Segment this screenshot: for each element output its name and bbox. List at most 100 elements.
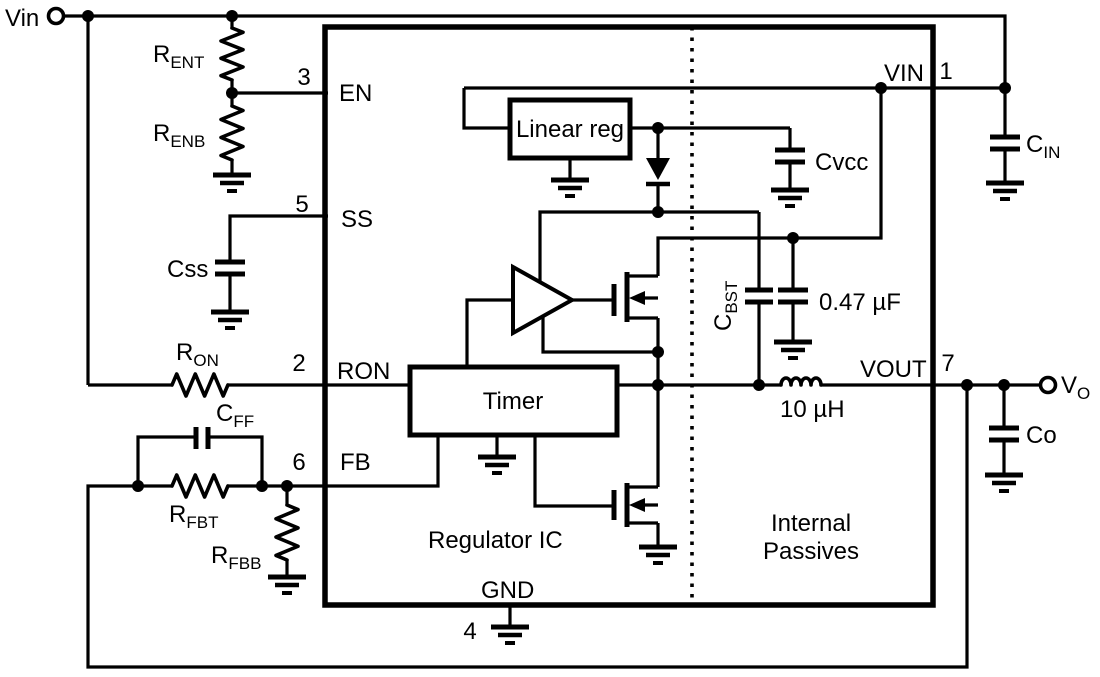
label-css: Css [167, 256, 208, 283]
internal-passives-label-line1: Internal [771, 510, 851, 537]
junction-dot [753, 379, 765, 391]
junction-dot [998, 379, 1010, 391]
ground-cvcc [771, 190, 809, 206]
wire-lsfet-stubs [627, 485, 658, 525]
capacitor-cin [990, 134, 1020, 152]
low-side-mosfet [611, 483, 645, 527]
timer-label: Timer [483, 388, 543, 415]
wire-ss-pin [228, 214, 328, 262]
pin-label-vout: VOUT [860, 356, 927, 383]
wire-cff-right [208, 435, 264, 486]
label-renb: RENB [153, 120, 205, 151]
inductor-coil [779, 376, 823, 387]
hsfet-body-arrow [629, 291, 645, 305]
ground-linreg [551, 180, 589, 196]
ground-047uf [774, 342, 812, 358]
wire-top-rail [64, 14, 1007, 88]
wire-cff-left [136, 435, 196, 486]
ground-lsfet [639, 547, 677, 563]
label-co: Co [1026, 422, 1057, 449]
junction-dot [226, 87, 238, 99]
pin-label-ron: RON [337, 358, 390, 385]
pin-number-gnd: 4 [463, 618, 476, 645]
vin-terminal-label: Vin [5, 5, 39, 32]
wires [64, 14, 1041, 669]
junction-dot [132, 480, 144, 492]
gate-driver-buffer [511, 263, 577, 337]
wire-fb-pin [228, 435, 440, 488]
label-cvcc: Cvcc [815, 149, 868, 176]
resistor-rfbt [170, 473, 230, 499]
regulator-ic-label: Regulator IC [428, 527, 563, 554]
label-ron: RON [176, 339, 219, 370]
vo-terminal-label: VO [1061, 372, 1090, 403]
capacitor-css [215, 259, 245, 277]
label-rfbt: RFBT [169, 501, 218, 532]
wire-linreg-input [462, 88, 510, 130]
linear-reg-block [507, 97, 633, 161]
ground-css [211, 312, 249, 328]
label-inductor-value: 10 µH [780, 396, 845, 423]
label-rent: RENT [153, 41, 204, 72]
label-cff: CFF [216, 400, 254, 431]
junction-dot [281, 480, 293, 492]
pin-label-fb: FB [340, 449, 371, 476]
capacitor-cvcc [775, 147, 805, 165]
capacitor-047uf [778, 287, 808, 305]
vout-terminal [1038, 375, 1058, 395]
ground-timer [478, 457, 516, 473]
junction-dot [652, 122, 664, 134]
regulator-ic-boundary [322, 24, 936, 608]
ground-cin [986, 183, 1024, 199]
capacitor-cbst [745, 287, 773, 305]
junction-dot [875, 82, 887, 94]
pin-number-fb: 6 [292, 449, 305, 476]
junction-dot [999, 82, 1011, 94]
junction-dot [652, 379, 664, 391]
capacitor-cff [193, 427, 211, 449]
diode-triangle [646, 158, 670, 180]
junction-dot [82, 10, 94, 22]
pin-label-gnd: GND [481, 577, 534, 604]
pin-number-en: 3 [297, 64, 310, 91]
ground-rfbb [268, 577, 306, 593]
wire-driver-return [541, 316, 658, 354]
resistor-renb [219, 104, 245, 162]
pin-label-en: EN [339, 80, 372, 107]
junction-dots [82, 10, 1011, 492]
junction-dot [652, 346, 664, 358]
pin-number-vin: 1 [939, 58, 952, 85]
junction-dot [226, 10, 238, 22]
label-cbst: CBST [710, 281, 741, 331]
capacitor-co [989, 425, 1019, 443]
wire-feedback-loop [86, 385, 969, 669]
label-rfbb: RFBB [211, 542, 261, 573]
pin-label-vin: VIN [884, 60, 924, 87]
resistors [170, 26, 300, 562]
wire-hsfet-stubs [627, 274, 658, 320]
resistor-ron [170, 372, 230, 398]
label-boot-cap-value: 0.47 µF [819, 289, 901, 316]
internal-passives-label-line2: Passives [763, 538, 859, 565]
pin-number-ss: 5 [295, 191, 308, 218]
vin-terminal [46, 6, 66, 26]
wire-hsfet-drain-vin [656, 88, 883, 276]
ground-gnd-pin [491, 627, 529, 643]
wire-driver-input [465, 298, 513, 367]
ground-renb [213, 175, 251, 191]
linear-reg-label: Linear reg [516, 116, 624, 143]
junction-dot [961, 379, 973, 391]
boot-diode [646, 158, 670, 187]
label-cin: CIN [1026, 131, 1060, 162]
timer-block [407, 364, 620, 438]
ground-co [985, 475, 1023, 491]
pin-label-ss: SS [341, 206, 373, 233]
pin-number-ron: 2 [292, 350, 305, 377]
pin-number-vout: 7 [941, 350, 954, 377]
resistor-rent [219, 26, 245, 82]
lsfet-body-arrow [629, 498, 645, 512]
junction-dot [787, 232, 799, 244]
wire-boot-line [538, 210, 759, 281]
